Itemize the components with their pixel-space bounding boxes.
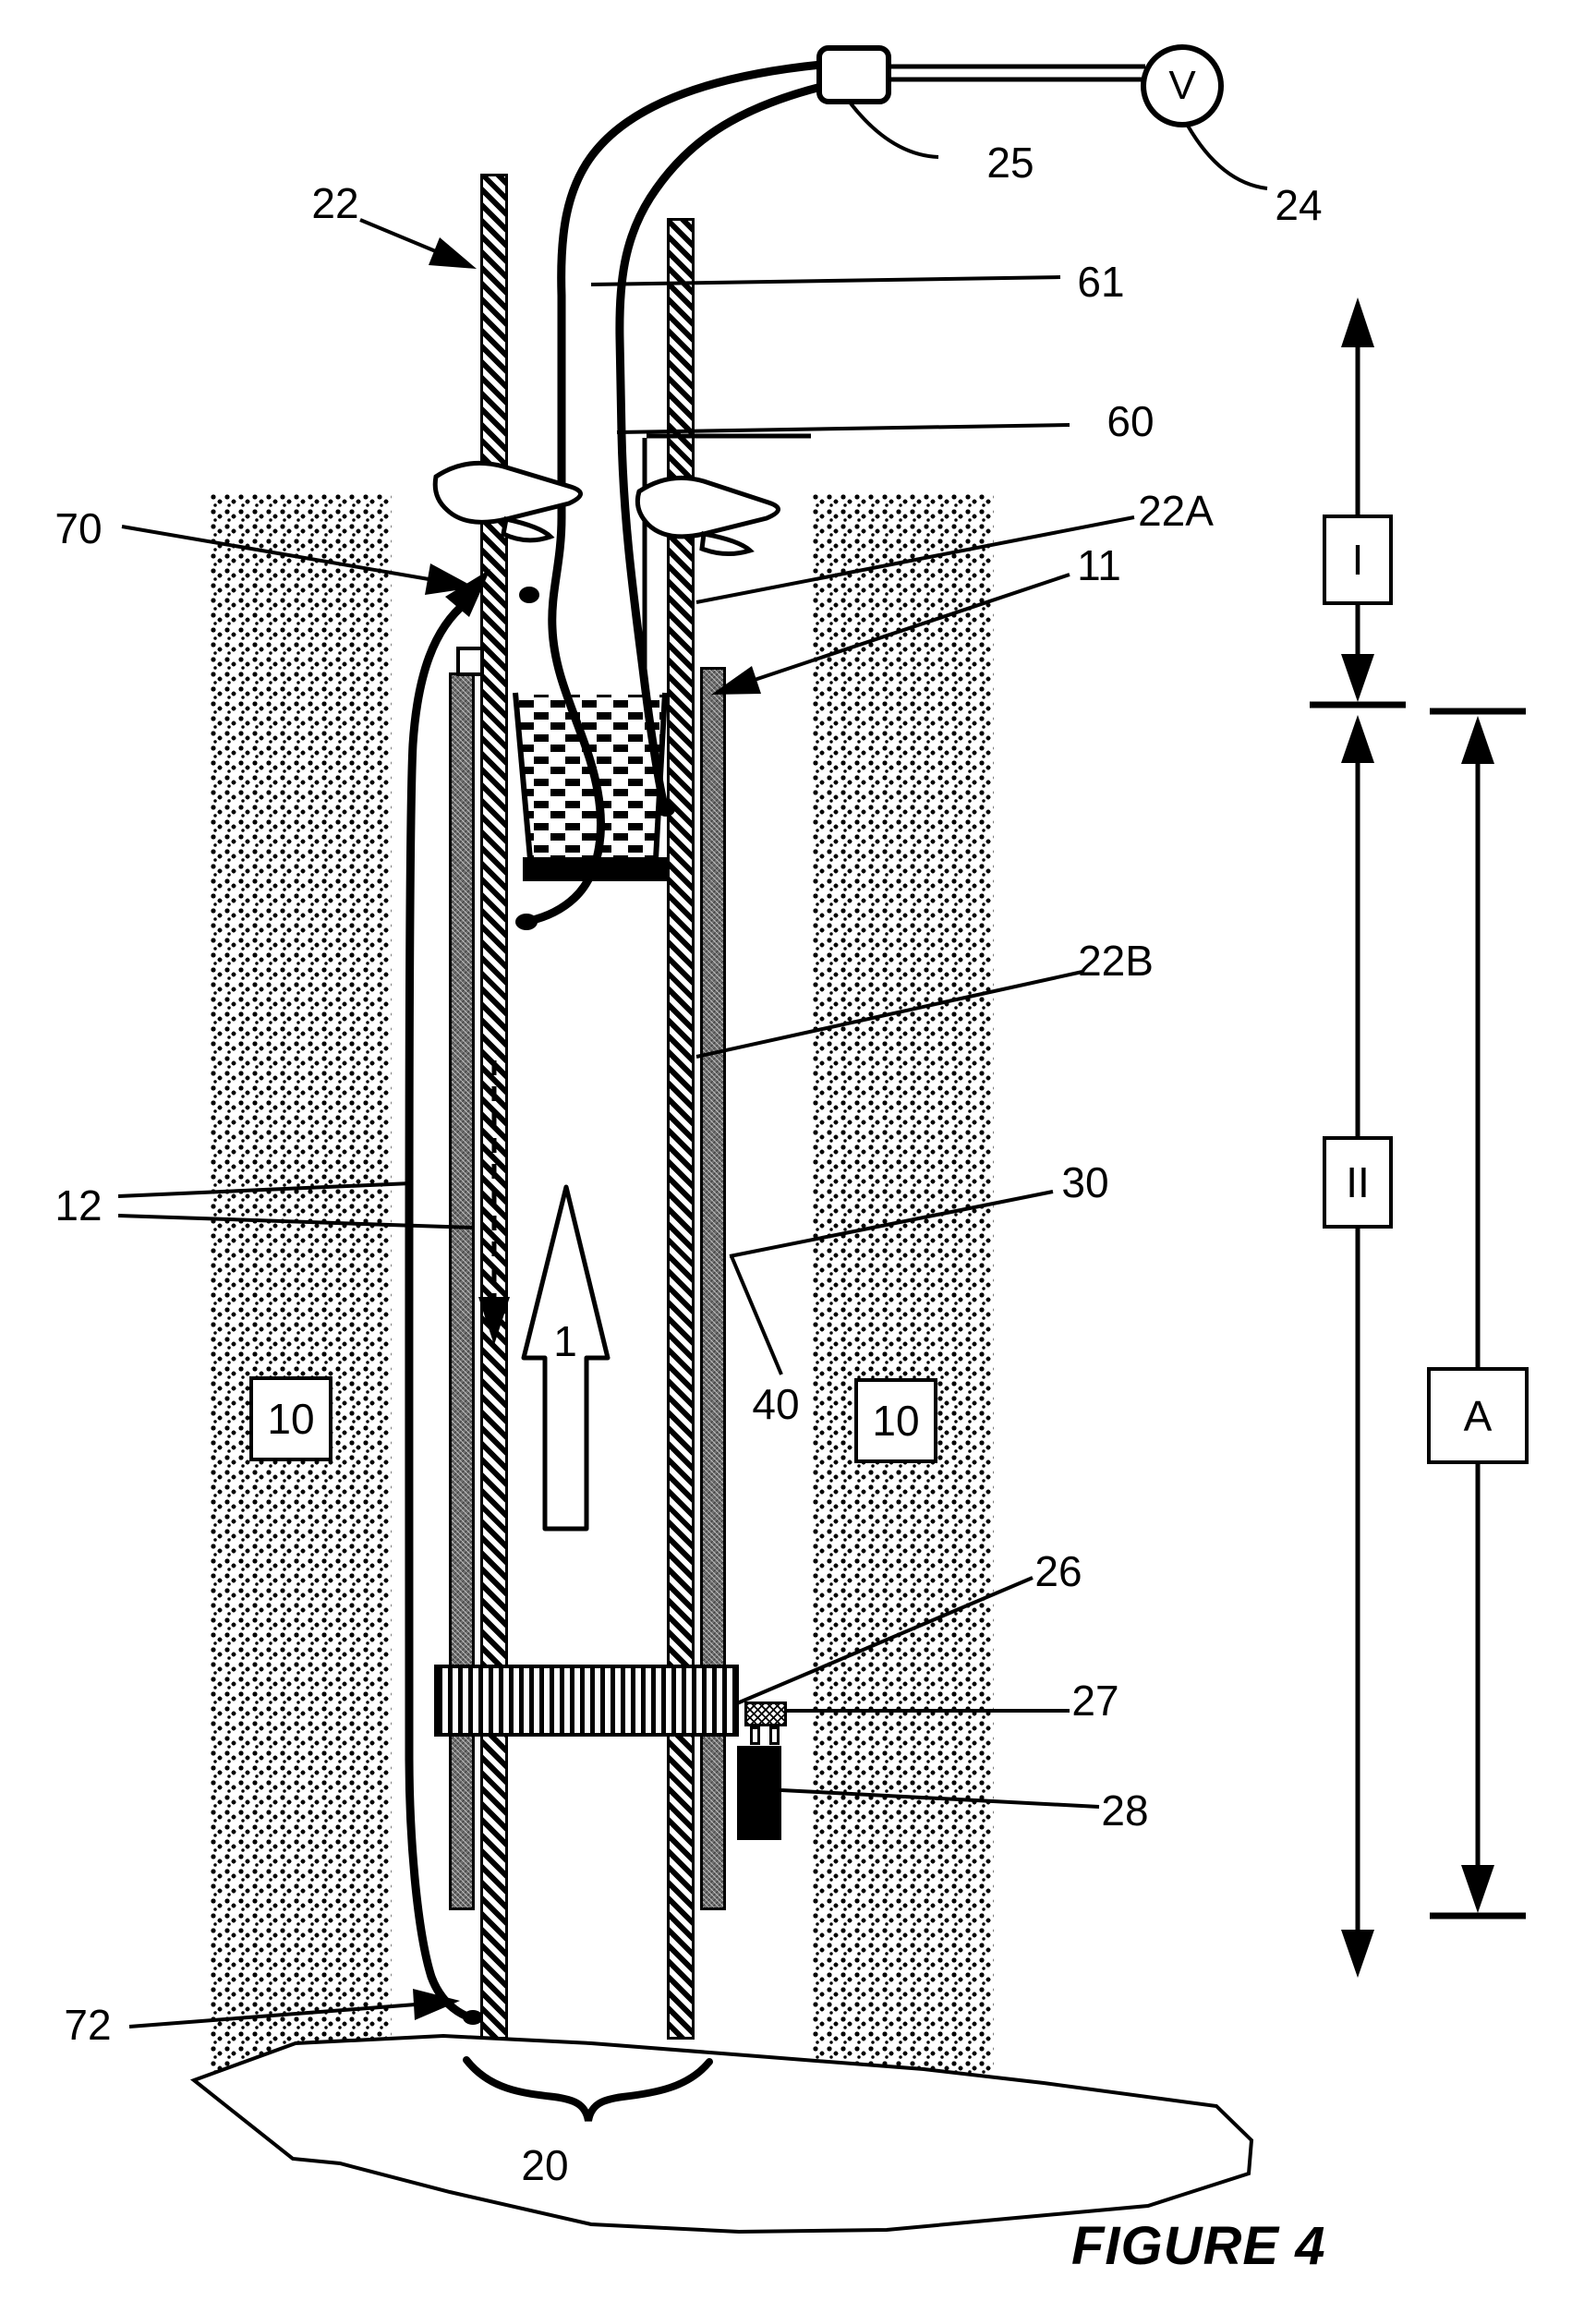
- meter-leads: [889, 64, 1145, 82]
- figure-caption: FIGURE 4: [1071, 2216, 1326, 2276]
- battery-28: [737, 1746, 781, 1840]
- label-72: 72: [64, 2001, 112, 2049]
- loop-wire-70-72: [405, 569, 490, 2025]
- junction-box-25: [816, 45, 891, 104]
- connector-27: [744, 1701, 787, 1726]
- slurry-cup: [513, 692, 668, 881]
- formation-right: [813, 493, 994, 2078]
- leader-arrowheads: [413, 237, 761, 2020]
- label-20: 20: [521, 2141, 569, 2189]
- label-26: 26: [1034, 1547, 1082, 1595]
- leader-lines: [117, 102, 1268, 2028]
- label-25: 25: [986, 139, 1034, 187]
- rope-tie-left: [432, 460, 583, 543]
- label-22: 22: [311, 179, 359, 227]
- coil-26: [434, 1665, 739, 1737]
- connector-leg-left: [750, 1726, 760, 1745]
- voltmeter-symbol: V: [1168, 63, 1196, 108]
- label-1: 1: [553, 1317, 577, 1365]
- casing-wall-right: [700, 667, 726, 1910]
- label-24: 24: [1275, 181, 1323, 229]
- wire-61: [515, 60, 826, 930]
- dimension-lines: [1310, 297, 1526, 1978]
- label-11: 11: [1077, 541, 1121, 589]
- borehole-floor: [189, 2033, 1254, 2234]
- formation-box-right: 10: [854, 1378, 937, 1463]
- liner-tube-edges: [456, 433, 811, 684]
- label-60: 60: [1106, 397, 1155, 445]
- casing-wall-left: [449, 672, 475, 1910]
- label-22B: 22B: [1078, 937, 1154, 985]
- rope-tie-right: [635, 475, 780, 556]
- label-12: 12: [54, 1181, 103, 1229]
- formation-box-left: 10: [249, 1376, 332, 1461]
- span-brace-20: [463, 2056, 713, 2122]
- wire-60: [615, 82, 826, 817]
- voltmeter-24: [1141, 44, 1224, 127]
- label-40: 40: [752, 1380, 800, 1428]
- flow-arrow-1: [521, 1184, 611, 1532]
- label-70: 70: [54, 504, 103, 552]
- interval-box-A: A: [1427, 1367, 1529, 1464]
- label-30: 30: [1061, 1158, 1109, 1206]
- current-direction-arrow: [478, 1060, 510, 1345]
- interval-box-I: I: [1323, 515, 1393, 605]
- label-22A: 22A: [1138, 487, 1214, 535]
- label-27: 27: [1071, 1677, 1119, 1725]
- interval-box-II: II: [1323, 1136, 1393, 1229]
- connector-leg-right: [769, 1726, 780, 1745]
- label-61: 61: [1077, 258, 1125, 306]
- formation-left: [211, 493, 392, 2078]
- label-28: 28: [1101, 1786, 1149, 1835]
